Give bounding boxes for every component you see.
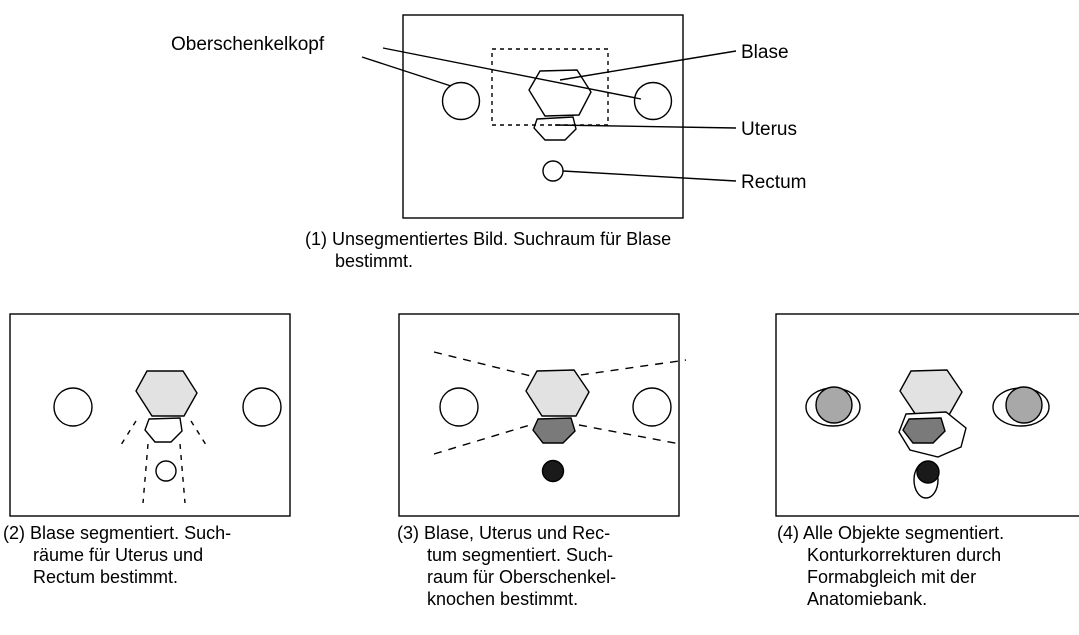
left-femoral-head [815, 386, 853, 424]
caption-line: knochen bestimmt. [427, 589, 579, 609]
panel-3-frame [398, 313, 680, 517]
uterus-outline [533, 116, 577, 141]
caption-panel-4: (4) Alle Objekte segmentiert. Konturkorr… [777, 522, 1004, 610]
caption-panel-1: (1) Unsegmentiertes Bild. Suchraum für B… [305, 228, 671, 272]
leader-uterus [554, 124, 737, 129]
leader-rectum [562, 170, 737, 182]
caption-line: tum segmentiert. Such- [427, 545, 614, 565]
panel-2 [9, 313, 291, 517]
left-femoral-head [441, 81, 481, 121]
caption-line: bestimmt. [335, 251, 414, 271]
caption-line: Formabgleich mit der [807, 567, 977, 587]
search-region-lines [118, 420, 209, 504]
label-bladder: Blase [741, 42, 789, 63]
caption-line: räume für Uterus und [33, 545, 204, 565]
leader-bladder [559, 50, 737, 81]
caption-line: Rectum bestimmt. [33, 567, 179, 587]
caption-line: Anatomiebank. [807, 589, 928, 609]
label-uterus: Uterus [741, 119, 797, 140]
search-region-lines [433, 351, 687, 455]
uterus-segmented [532, 417, 576, 444]
right-femoral-head [242, 387, 282, 427]
leader-femoral-right [382, 47, 642, 100]
bladder-outline [528, 69, 592, 117]
bladder-segmented [899, 369, 963, 416]
rectum-outline [542, 160, 564, 182]
panel-4-frame [775, 313, 1079, 517]
caption-panel-3: (3) Blase, Uterus und Rec- tum segmentie… [397, 522, 616, 610]
uterus-outline [144, 417, 183, 443]
rectum-segmented [916, 460, 940, 484]
panel-1 [361, 14, 737, 219]
bladder-segmented [525, 369, 590, 417]
caption-line: (1) Unsegmentiertes Bild. Suchraum für B… [305, 229, 672, 249]
uterus-segmented [902, 417, 946, 444]
right-femoral-head [633, 81, 673, 121]
panel-1-frame [402, 14, 684, 219]
label-rectum: Rectum [741, 172, 807, 193]
left-femoral-head [439, 387, 479, 427]
leader-femoral-left [361, 56, 452, 87]
caption-line: (2) Blase segmentiert. Such- [3, 523, 232, 543]
panel-2-frame [9, 313, 291, 517]
right-femoral-head [1005, 386, 1043, 424]
rectum-segmented [541, 459, 565, 483]
caption-line: Konturkorrekturen durch [807, 545, 1002, 565]
right-femoral-head [632, 387, 672, 427]
panel-3 [398, 313, 687, 517]
label-femoral-head: Oberschenkelkopf [171, 34, 325, 55]
panel-4 [775, 313, 1079, 517]
rectum-outline [155, 460, 177, 482]
left-femoral-head [53, 387, 93, 427]
caption-line: raum für Oberschenkel- [427, 567, 617, 587]
caption-line: (3) Blase, Uterus und Rec- [397, 523, 611, 543]
caption-line: (4) Alle Objekte segmentiert. [777, 523, 1005, 543]
caption-panel-2: (2) Blase segmentiert. Such- räume für U… [3, 522, 231, 588]
bladder-segmented [135, 370, 198, 417]
bladder-search-region [491, 48, 609, 126]
